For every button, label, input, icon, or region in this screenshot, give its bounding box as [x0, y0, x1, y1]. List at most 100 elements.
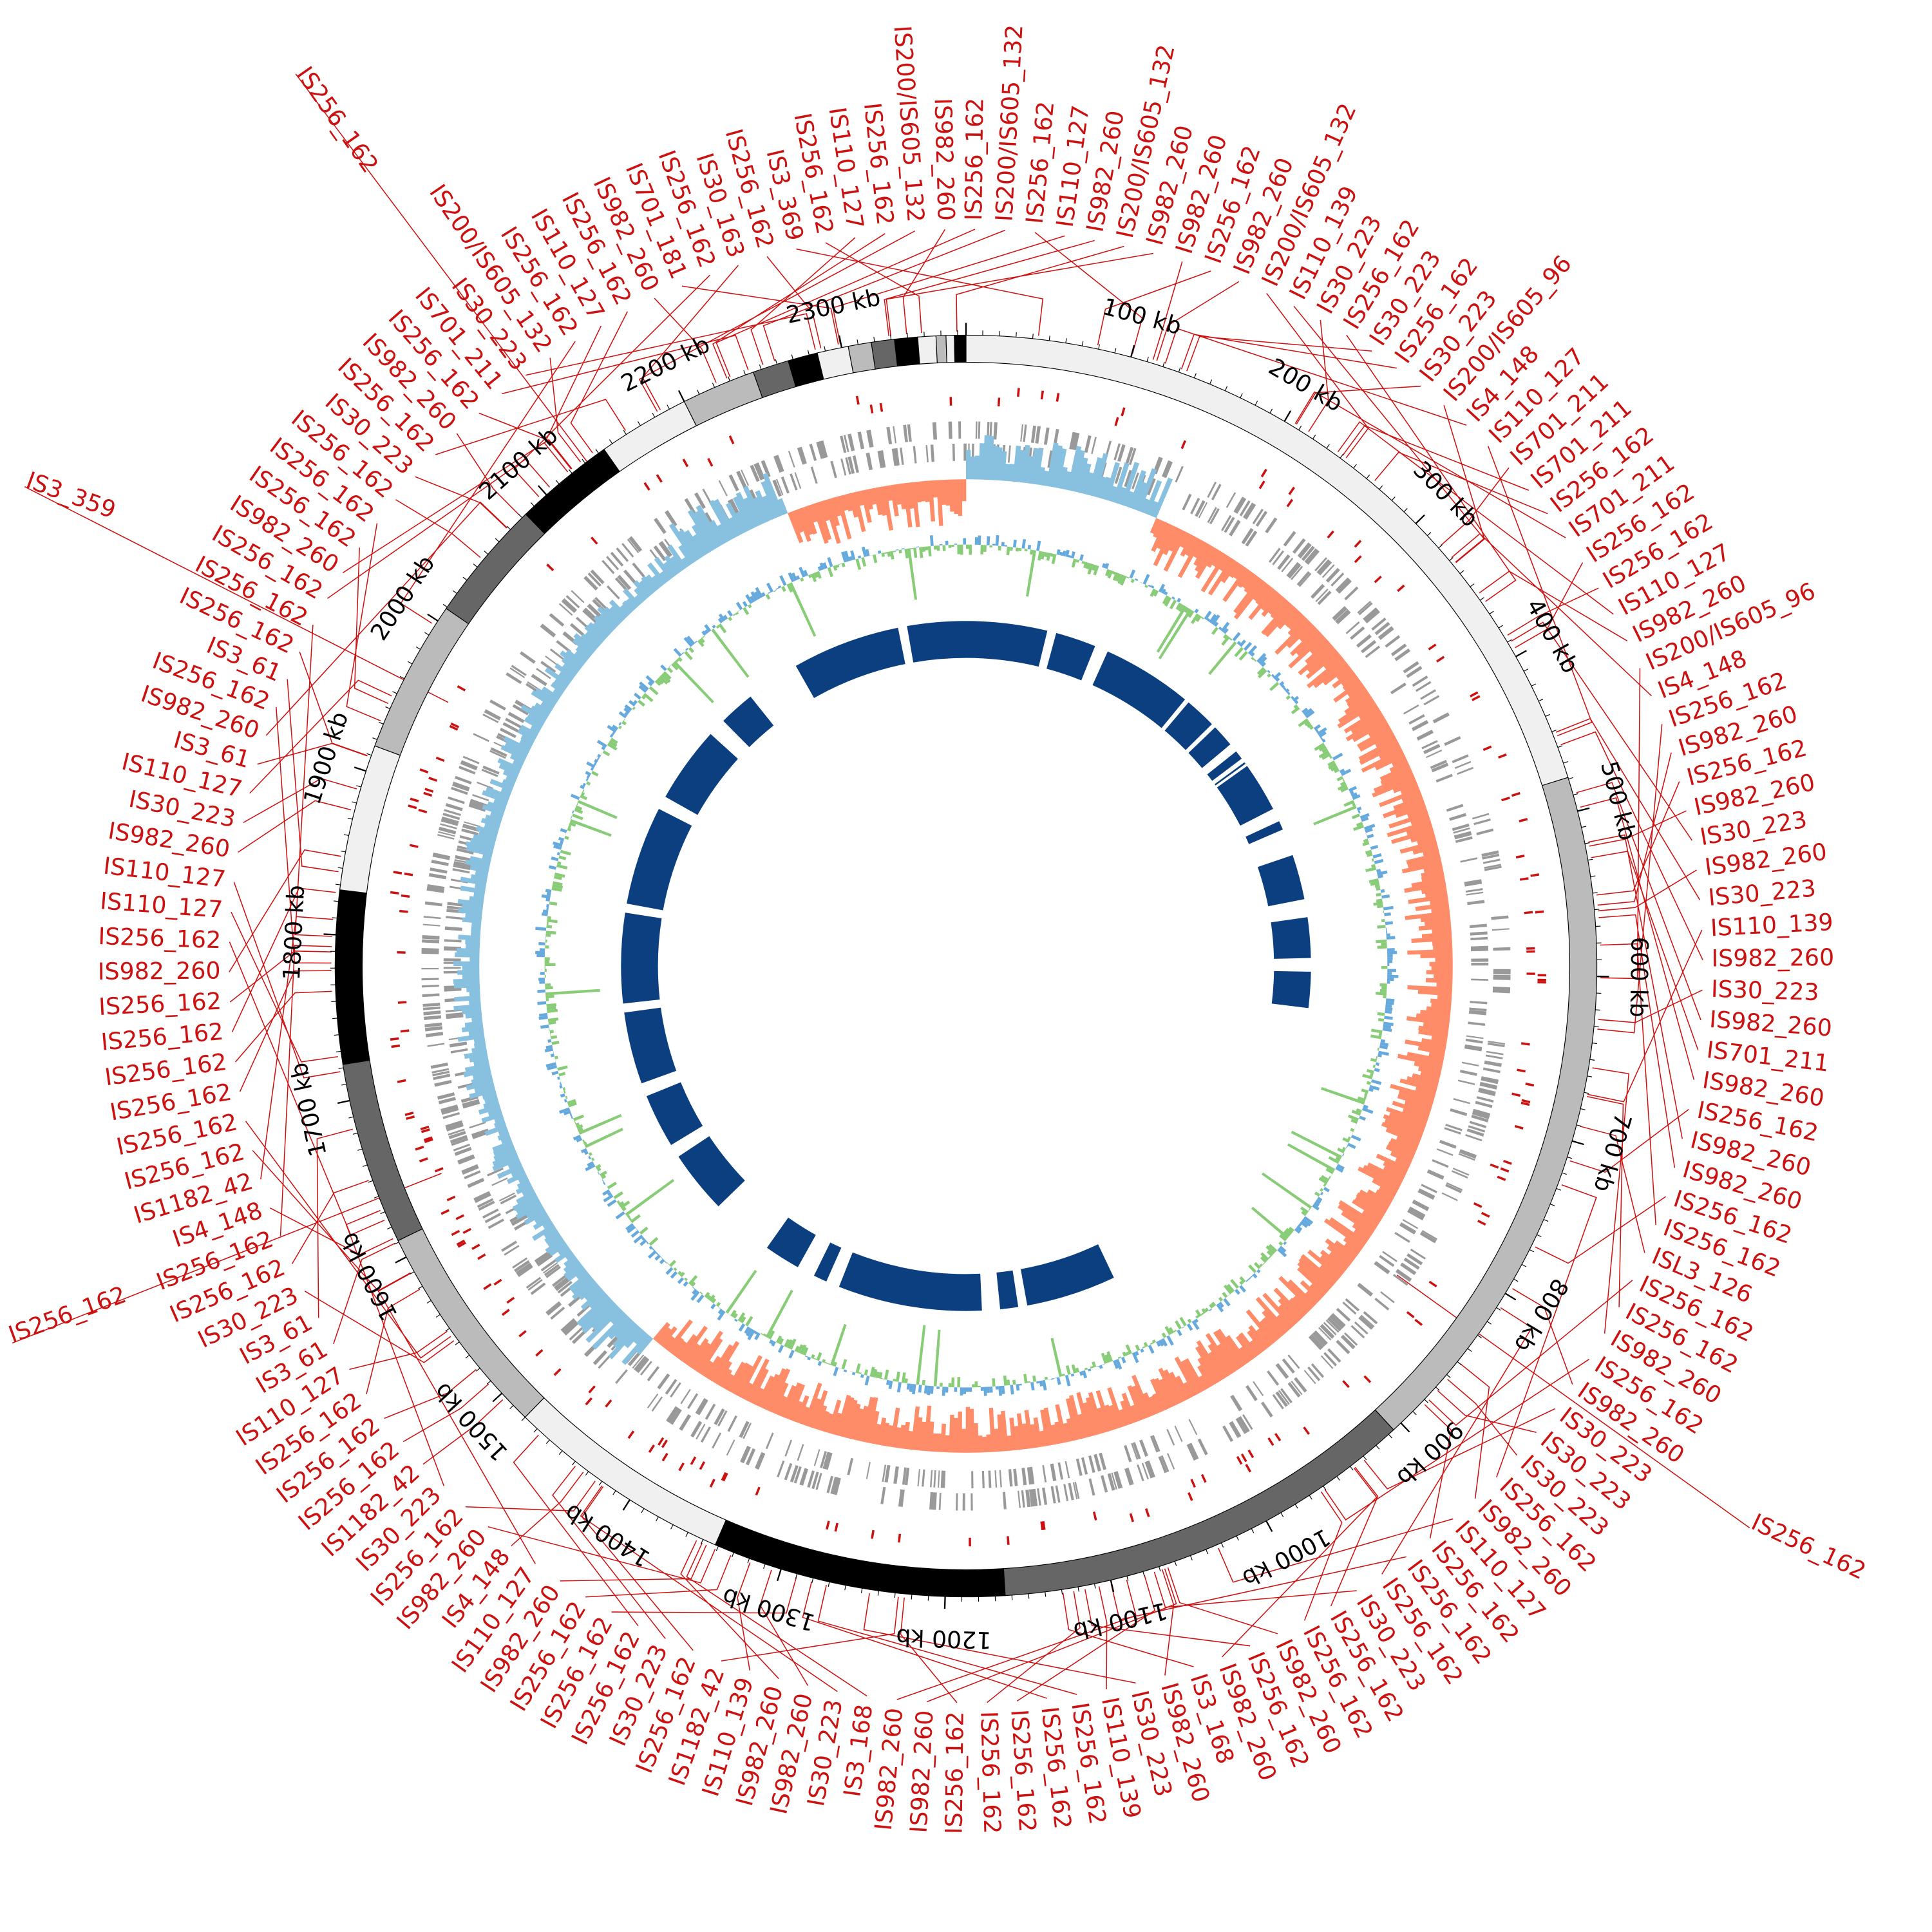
gc-content-bar — [1342, 1146, 1347, 1151]
gc-content-bar — [1194, 1318, 1199, 1323]
gc-content-bar — [951, 544, 954, 547]
gc-content-bar — [811, 573, 817, 582]
gc-skew-bar — [489, 811, 504, 820]
gc-skew-bar — [1088, 457, 1103, 497]
gc-content-bar — [1350, 1134, 1361, 1142]
gene-mark — [930, 1470, 933, 1488]
gene-mark — [469, 1121, 486, 1129]
gc-content-bar — [633, 692, 641, 700]
gc-content-bar — [659, 1258, 665, 1265]
gene-mark — [1482, 1067, 1501, 1074]
gc-content-bar — [857, 555, 862, 559]
gc-skew-bar — [986, 1434, 992, 1453]
gc-skew-bar — [609, 599, 629, 619]
gc-content-bar — [1191, 613, 1200, 625]
minor-tick — [1412, 1411, 1417, 1416]
gc-skew-bar — [803, 1382, 822, 1426]
gc-skew-bar — [1262, 1310, 1285, 1336]
gene-mark — [975, 421, 978, 439]
gc-skew-bar — [506, 1171, 527, 1184]
is-link-line — [229, 849, 341, 972]
gene-mark — [1148, 478, 1156, 496]
gc-skew-bar — [997, 1414, 1005, 1452]
minor-tick — [844, 1585, 846, 1591]
gc-skew-bar — [1402, 1108, 1429, 1121]
gc-skew-bar — [1400, 783, 1419, 795]
is-link-line — [235, 990, 332, 1063]
gc-skew-bar — [894, 484, 902, 505]
gc-content-bar — [1117, 574, 1124, 584]
gene-mark — [444, 987, 462, 992]
gc-skew-bar — [639, 580, 654, 596]
gc-skew-bar — [1130, 1405, 1141, 1423]
gene-mark — [565, 1322, 579, 1336]
gc-content-bar — [624, 704, 632, 712]
is-feature-mark — [1354, 555, 1362, 564]
gc-skew-bar — [795, 508, 811, 542]
gene-mark — [460, 761, 478, 771]
gene-mark — [1485, 1054, 1503, 1059]
minor-tick — [1562, 1172, 1567, 1175]
gc-content-bar — [1079, 1370, 1084, 1376]
gc-content-bar — [559, 840, 564, 844]
gc-content-bar — [1318, 750, 1330, 759]
gene-mark — [884, 1464, 891, 1483]
is-feature-mark — [1537, 978, 1546, 981]
gc-skew-bar — [726, 1361, 746, 1392]
gc-skew-bar — [1417, 836, 1437, 846]
gc-content-bar — [1370, 1034, 1382, 1039]
is-feature-mark — [643, 482, 650, 491]
gc-content-bar — [745, 1316, 753, 1327]
gene-mark — [1471, 978, 1488, 981]
minor-tick — [1363, 1455, 1367, 1461]
gc-content-bar — [1050, 1338, 1063, 1378]
gc-content-bar — [1003, 1375, 1007, 1386]
major-tick — [1415, 514, 1425, 524]
gene-mark — [461, 1164, 478, 1173]
gc-content-bar — [1267, 673, 1271, 678]
gene-mark — [1030, 1489, 1036, 1507]
gc-skew-bar — [1407, 985, 1453, 992]
gene-mark — [1464, 1044, 1482, 1050]
gc-skew-bar — [914, 1417, 923, 1451]
gene-mark — [886, 426, 893, 444]
gene-mark — [1265, 517, 1278, 534]
is-feature-mark — [1519, 877, 1529, 881]
gc-content-bar — [605, 1184, 607, 1187]
gene-mark — [448, 796, 465, 804]
minor-tick — [1189, 1555, 1193, 1560]
gene-mark — [794, 472, 802, 489]
gc-content-bar — [679, 1271, 685, 1278]
is-label-outlier: IS256_162 — [1747, 1508, 1870, 1586]
gc-content-bar — [1318, 1177, 1329, 1184]
gene-mark — [667, 1406, 679, 1423]
is-feature-mark — [546, 564, 554, 571]
minor-tick — [558, 1450, 563, 1455]
gc-skew-bar — [1387, 1141, 1416, 1157]
gc-skew-bar — [828, 1399, 842, 1434]
gc-skew-bar — [1132, 1374, 1153, 1417]
gc-content-bar — [873, 1368, 878, 1378]
gene-mark — [1357, 1282, 1373, 1296]
gc-skew-bar — [1408, 894, 1448, 904]
gc-skew-bar — [1412, 1073, 1439, 1084]
minor-tick — [518, 514, 523, 518]
gene-mark — [507, 712, 525, 723]
minor-tick — [1220, 1542, 1224, 1548]
gc-content-bar — [1363, 1095, 1367, 1099]
gene-mark — [1419, 1231, 1437, 1244]
gene-mark — [1444, 1127, 1461, 1135]
is-feature-mark — [1114, 417, 1119, 426]
gc-content-bar — [1012, 1379, 1016, 1385]
gc-content-bar — [618, 711, 627, 719]
gc-skew-bar — [864, 489, 873, 510]
gene-mark — [634, 1356, 647, 1372]
is-link-line — [1598, 989, 1703, 1023]
gene-mark — [1253, 1381, 1264, 1396]
gc-content-bar — [1260, 1256, 1267, 1264]
is-link-line — [570, 311, 629, 453]
gc-content-bar — [1092, 1361, 1097, 1368]
gc-skew-bar — [1425, 889, 1448, 898]
gc-content-bar — [745, 594, 753, 604]
gc-content-bar — [1301, 1211, 1307, 1217]
